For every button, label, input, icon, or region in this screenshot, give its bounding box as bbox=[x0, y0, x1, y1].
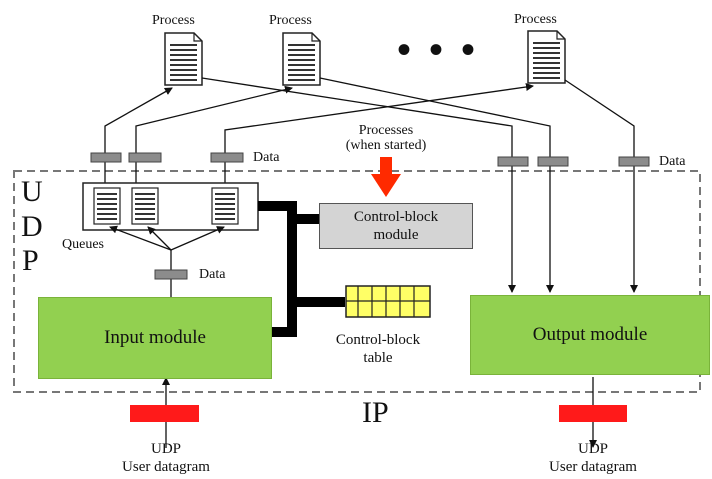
queue-1-icon bbox=[93, 187, 121, 225]
control-block-module: Control-block module bbox=[319, 203, 473, 249]
udp-datagram-out bbox=[559, 405, 627, 422]
input-module: Input module bbox=[38, 297, 272, 379]
data-chip bbox=[497, 156, 529, 167]
process-2-icon bbox=[282, 32, 321, 86]
process3-to-output-arrow bbox=[564, 79, 638, 293]
queue2-to-process2-arrow bbox=[135, 85, 293, 183]
queues-label: Queues bbox=[62, 237, 104, 252]
output-module: Output module bbox=[470, 295, 710, 375]
ip-label: IP bbox=[362, 396, 389, 429]
queue-3-icon bbox=[211, 187, 239, 225]
processes-started-label: Processes (when started) bbox=[345, 123, 427, 153]
udp-letter-p: P bbox=[22, 244, 39, 277]
fan-to-queue1-arrow bbox=[109, 225, 172, 251]
data-label-top-left: Data bbox=[253, 150, 280, 165]
processes-started-arrow bbox=[371, 157, 401, 197]
fan-to-queue2-arrow bbox=[147, 226, 172, 251]
user-datagram-in-label: User datagram bbox=[122, 459, 210, 475]
process-2-label: Process bbox=[269, 13, 312, 28]
control-block-table-label: Control-block table bbox=[335, 332, 421, 366]
udp-datagram-in bbox=[130, 405, 199, 422]
data-chip bbox=[537, 156, 569, 167]
data-chip bbox=[618, 156, 650, 167]
data-label-top-right: Data bbox=[659, 154, 686, 169]
data-chip bbox=[90, 152, 122, 163]
udp-letter-u: U bbox=[21, 175, 43, 208]
data-chip bbox=[154, 269, 188, 280]
fan-to-queue3-arrow bbox=[170, 226, 225, 251]
thick-connector bbox=[258, 201, 297, 337]
control-block-table-icon bbox=[345, 285, 431, 318]
udp-out-label: UDP bbox=[577, 441, 608, 457]
queue-2-icon bbox=[131, 187, 159, 225]
udp-boundary bbox=[13, 170, 701, 393]
queue1-to-process1-arrow bbox=[104, 87, 173, 183]
udp-in-label: UDP bbox=[150, 441, 181, 457]
process-3-label: Process bbox=[514, 12, 557, 27]
process-3-icon bbox=[527, 30, 566, 84]
process-1-label: Process bbox=[152, 13, 195, 28]
udp-letter-d: D bbox=[21, 210, 43, 243]
data-chip bbox=[128, 152, 162, 163]
process2-to-output-arrow bbox=[319, 77, 554, 293]
process1-to-output-arrow bbox=[201, 77, 516, 293]
data-chip bbox=[210, 152, 244, 163]
data-label-input: Data bbox=[199, 267, 226, 282]
process-1-icon bbox=[164, 32, 203, 86]
more-processes-ellipsis: • • • bbox=[397, 27, 480, 72]
user-datagram-out-label: User datagram bbox=[549, 459, 637, 475]
